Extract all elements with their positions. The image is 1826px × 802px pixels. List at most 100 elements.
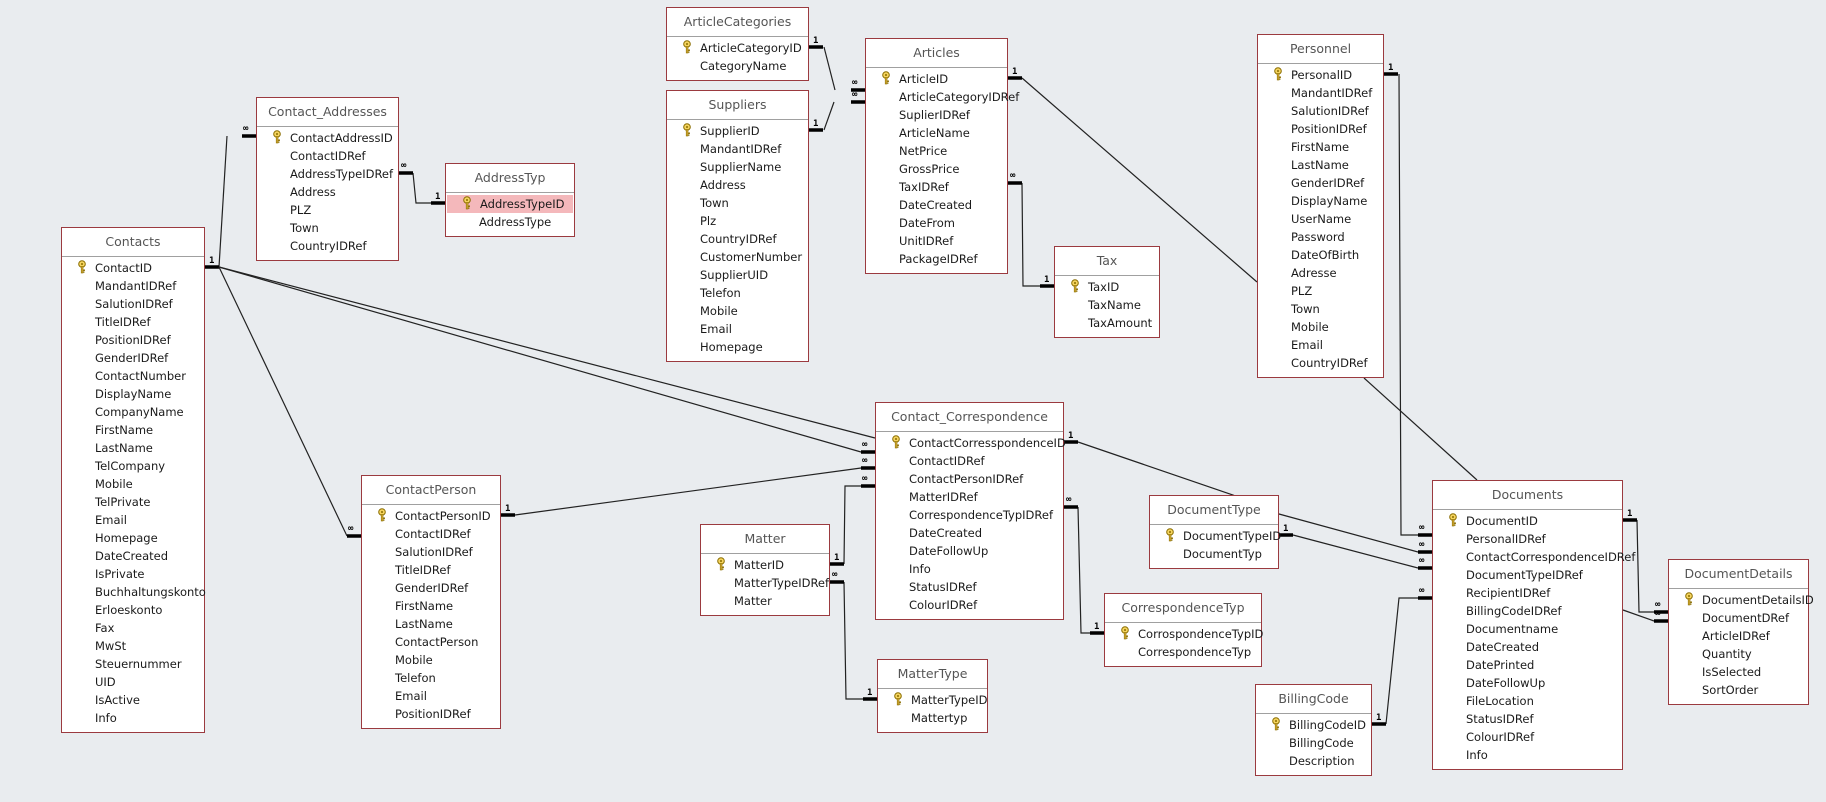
field-row[interactable]: TelCompany xyxy=(62,457,204,475)
field-row[interactable]: Email xyxy=(1258,336,1383,354)
field-row[interactable]: DateFollowUp xyxy=(1433,674,1622,692)
field-row[interactable]: ColourIDRef xyxy=(876,596,1063,614)
relationship-line[interactable] xyxy=(823,46,836,91)
field-row[interactable]: DateCreated xyxy=(62,547,204,565)
field-row[interactable]: Adresse xyxy=(1258,264,1383,282)
field-row[interactable]: ContactNumber xyxy=(62,367,204,385)
field-row[interactable]: TitleIDRef xyxy=(362,561,500,579)
field-row[interactable]: DocumentTyp xyxy=(1150,545,1278,563)
field-row[interactable]: CountryIDRef xyxy=(667,230,808,248)
table-title[interactable]: Tax xyxy=(1055,247,1159,276)
relationship-line[interactable] xyxy=(1363,377,1478,481)
field-row[interactable]: ContactID xyxy=(62,259,204,277)
field-row[interactable]: BillingCodeIDRef xyxy=(1433,602,1622,620)
relationship-line[interactable] xyxy=(843,485,861,565)
field-row[interactable]: PositionIDRef xyxy=(1258,120,1383,138)
field-row[interactable]: CategoryName xyxy=(667,57,808,75)
field-row[interactable]: LastName xyxy=(62,439,204,457)
field-row[interactable]: Email xyxy=(667,320,808,338)
field-row[interactable]: DisplayName xyxy=(62,385,204,403)
field-row[interactable]: SalutionIDRef xyxy=(1258,102,1383,120)
field-row[interactable]: MatterTypeIDRef xyxy=(701,574,829,592)
field-row[interactable]: SuplierIDRef xyxy=(866,106,1007,124)
field-row[interactable]: Email xyxy=(362,687,500,705)
field-row[interactable]: FirstName xyxy=(62,421,204,439)
field-row[interactable]: LastName xyxy=(362,615,500,633)
table-title[interactable]: BillingCode xyxy=(1256,685,1371,714)
field-row[interactable]: RecipientIDRef xyxy=(1433,584,1622,602)
field-row[interactable]: Mobile xyxy=(1258,318,1383,336)
field-row[interactable]: ContactPersonIDRef xyxy=(876,470,1063,488)
field-row[interactable]: CustomerNumber xyxy=(667,248,808,266)
field-row[interactable]: ColourIDRef xyxy=(1433,728,1622,746)
field-row[interactable]: ContactIDRef xyxy=(362,525,500,543)
field-row[interactable]: TelPrivate xyxy=(62,493,204,511)
field-row[interactable]: UnitIDRef xyxy=(866,232,1007,250)
relationship-line[interactable] xyxy=(843,581,863,700)
table-title[interactable]: Contact_Correspondence xyxy=(876,403,1063,432)
field-row[interactable]: Telefon xyxy=(667,284,808,302)
field-row[interactable]: CorrespondenceTypIDRef xyxy=(876,506,1063,524)
field-row[interactable]: BillingCode xyxy=(1256,734,1371,752)
field-row[interactable]: TaxAmount xyxy=(1055,314,1159,332)
field-row[interactable]: NetPrice xyxy=(866,142,1007,160)
field-row[interactable]: AddressType xyxy=(446,213,574,231)
field-row[interactable]: DateCreated xyxy=(866,196,1007,214)
field-row[interactable]: MwSt xyxy=(62,637,204,655)
table-title[interactable]: DocumentType xyxy=(1150,496,1278,525)
field-row[interactable]: Mobile xyxy=(667,302,808,320)
field-row[interactable]: GenderIDRef xyxy=(62,349,204,367)
field-row[interactable]: CorrespondenceTyp xyxy=(1105,643,1261,661)
field-row[interactable]: Buchhaltungskonto xyxy=(62,583,206,601)
relationship-line[interactable] xyxy=(1385,597,1418,725)
field-row[interactable]: GrossPrice xyxy=(866,160,1007,178)
field-row[interactable]: Mattertyp xyxy=(878,709,987,727)
field-row[interactable]: ContactCorrespondenceIDRef xyxy=(1433,548,1635,566)
field-row[interactable]: AddressTypeIDRef xyxy=(257,165,398,183)
field-row[interactable]: Quantity xyxy=(1669,645,1808,663)
relationship-line[interactable] xyxy=(412,172,431,204)
field-row[interactable]: ArticleCategoryIDRef xyxy=(866,88,1019,106)
field-row[interactable]: SupplierID xyxy=(667,122,808,140)
field-row[interactable]: TaxIDRef xyxy=(866,178,1007,196)
field-row[interactable]: UID xyxy=(62,673,204,691)
relationship-line[interactable] xyxy=(1021,77,1258,283)
field-row[interactable]: GenderIDRef xyxy=(1258,174,1383,192)
field-row[interactable]: MandantIDRef xyxy=(62,277,204,295)
field-row[interactable]: UserName xyxy=(1258,210,1383,228)
field-row[interactable]: Description xyxy=(1256,752,1371,770)
field-row[interactable]: MatterID xyxy=(701,556,829,574)
field-row[interactable]: Fax xyxy=(62,619,204,637)
field-row[interactable]: CompanyName xyxy=(62,403,204,421)
field-row[interactable]: DocumentTypeIDRef xyxy=(1433,566,1622,584)
relationship-line[interactable] xyxy=(218,266,876,439)
relationship-line[interactable] xyxy=(1021,182,1040,287)
field-row[interactable]: Address xyxy=(257,183,398,201)
field-row[interactable]: Plz xyxy=(667,212,808,230)
field-row[interactable]: ContactIDRef xyxy=(257,147,398,165)
field-row[interactable]: DisplayName xyxy=(1258,192,1383,210)
table-title[interactable]: ContactPerson xyxy=(362,476,500,505)
field-row[interactable]: DateFrom xyxy=(866,214,1007,232)
field-row[interactable]: Email xyxy=(62,511,204,529)
field-row[interactable]: Erloeskonto xyxy=(62,601,204,619)
table-title[interactable]: Articles xyxy=(866,39,1007,68)
field-row[interactable]: DocumentTypeID xyxy=(1150,527,1281,545)
field-row[interactable]: Documentname xyxy=(1433,620,1622,638)
field-row[interactable]: PLZ xyxy=(257,201,398,219)
relationship-line[interactable] xyxy=(1636,519,1654,613)
relationship-line[interactable] xyxy=(218,266,862,453)
field-row[interactable]: TitleIDRef xyxy=(62,313,204,331)
field-row[interactable]: Town xyxy=(257,219,398,237)
field-row[interactable]: Mobile xyxy=(62,475,204,493)
field-row[interactable]: Homepage xyxy=(62,529,204,547)
